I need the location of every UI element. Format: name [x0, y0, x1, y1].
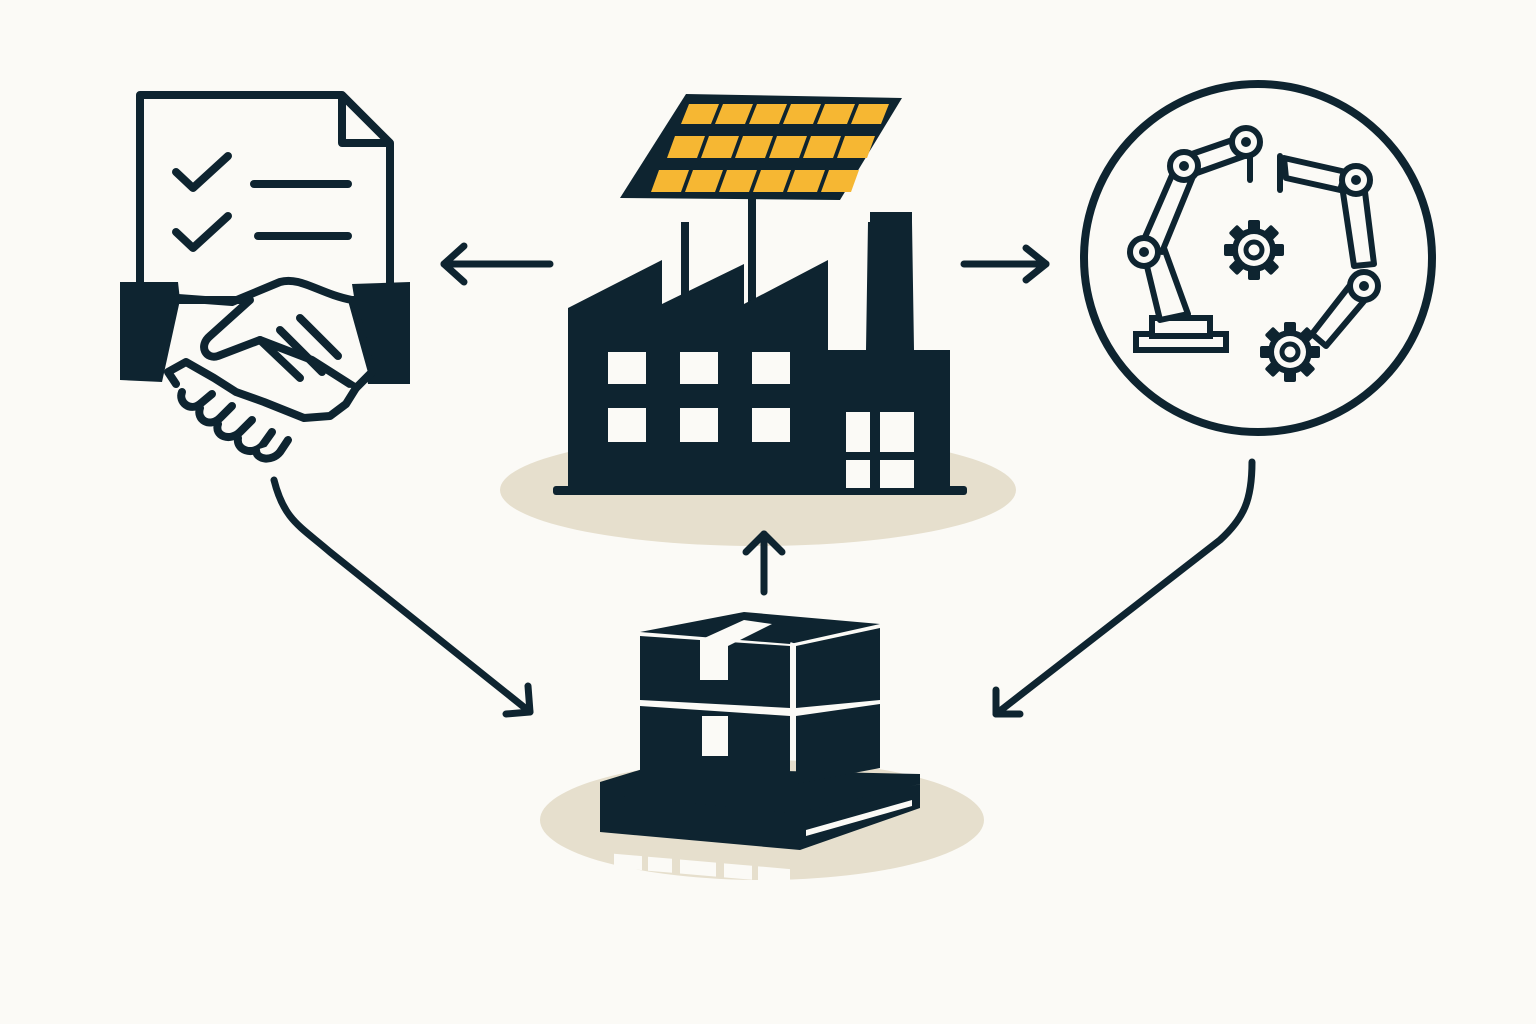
left-cuff [120, 282, 180, 382]
arrow-inventory-to-factory [742, 530, 786, 596]
upper-box-side [796, 628, 880, 708]
antenna-pole [681, 222, 689, 300]
box-edge [789, 642, 797, 648]
arrow-contract-to-inventory [270, 476, 534, 718]
solar-factory-icon [500, 94, 1016, 546]
ground-line [553, 486, 967, 495]
automation-circle [1080, 80, 1436, 436]
gear-icon [1260, 322, 1320, 382]
handshake-icon [164, 276, 376, 463]
left-robot-arm-icon [1130, 128, 1260, 353]
document-icon [136, 91, 394, 304]
solar-cells [651, 104, 889, 192]
lower-box-tape [702, 716, 728, 756]
right-robot-arm-icon [1277, 153, 1378, 349]
lower-box-side [796, 704, 880, 784]
arrow-automation-to-inventory [992, 458, 1256, 718]
checkmark-icon [172, 212, 232, 252]
pallet-boxes-icon [540, 612, 984, 884]
checkmark-icon [172, 152, 232, 192]
pallet-front [600, 794, 800, 850]
robotic-arms-gears-icon [1080, 80, 1436, 436]
arrow-factory-to-automation [960, 244, 1050, 284]
factory-windows [608, 352, 914, 488]
document-fold [338, 95, 390, 147]
gear-icon [1224, 220, 1284, 280]
contract-handshake-icon [120, 91, 410, 463]
panel-pole [748, 198, 756, 302]
chimney-cap [870, 212, 912, 224]
upper-box-tape [700, 620, 772, 680]
flow-arrows [270, 242, 1256, 718]
arrow-factory-to-contract [440, 242, 554, 286]
pallet-slots [614, 800, 912, 884]
